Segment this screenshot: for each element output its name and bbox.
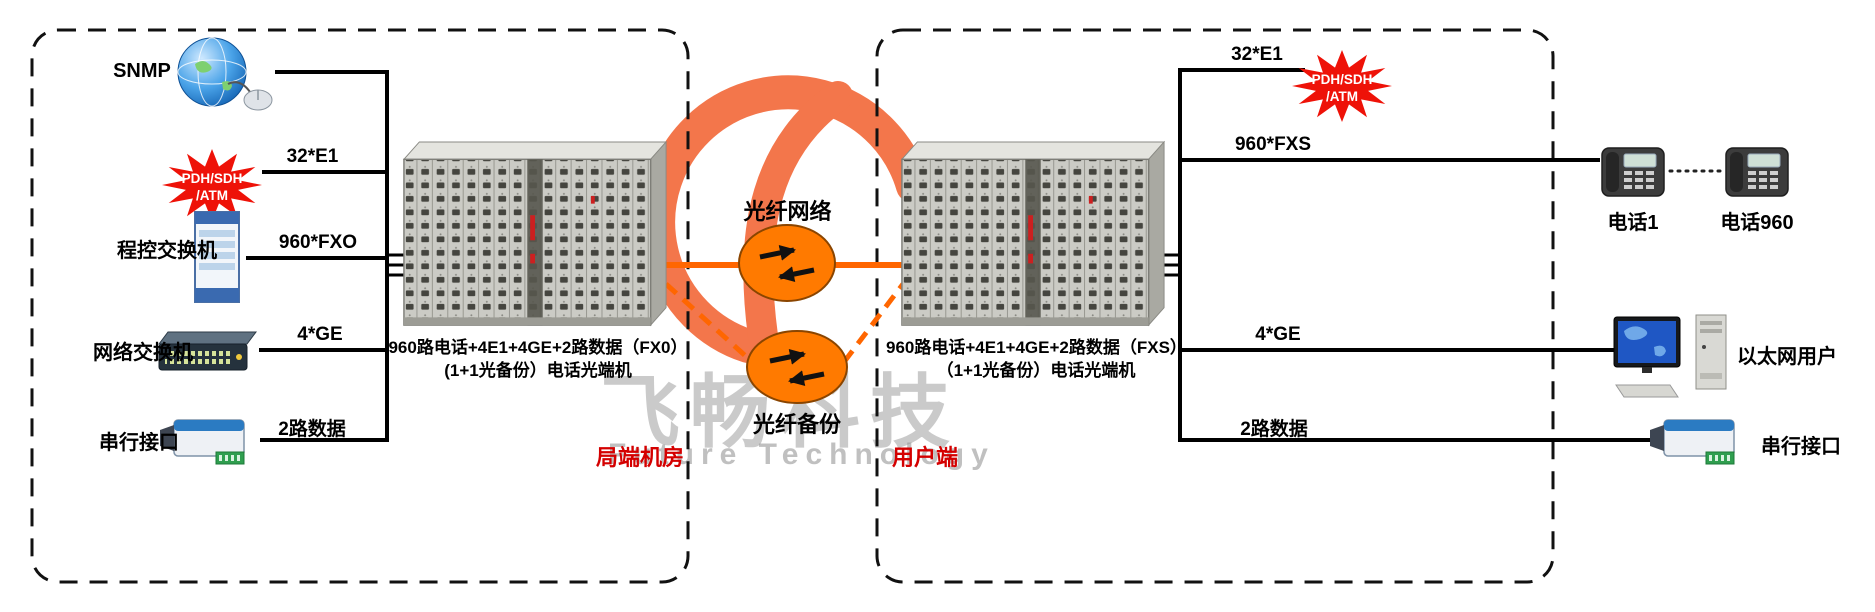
fiber-backup-lines (664, 282, 905, 364)
chassis-caption-left: 960路电话+4E1+4GE+2路数据（FX0） (1+1光备份）电话光端机 (388, 337, 688, 383)
fiber-arrows-icon (759, 244, 815, 283)
serial-label-left: 串行接口 (99, 432, 179, 454)
serial-label-right: 串行接口 (1761, 436, 1841, 458)
phone960-label: 电话960 (1720, 212, 1794, 234)
fiber-network-label: 光纤网络 (743, 199, 832, 224)
link-label-fxs: 960*FXS (1234, 134, 1312, 155)
link-label-ge-left: 4*GE (297, 324, 343, 345)
fiber-arrows-icon (769, 348, 825, 387)
fiber-backup-label: 光纤备份 (752, 412, 841, 437)
snmp-label: SNMP (113, 60, 171, 82)
computer-tower (1695, 314, 1727, 390)
chassis-caption-right: 960路电话+4E1+4GE+2路数据（FXS） （1+1光备份）电话光端机 (886, 337, 1187, 383)
left-wires (246, 70, 408, 442)
link-label-data-left: 2路数据 (278, 419, 346, 440)
zone-label-central-office: 局端机房 (596, 445, 685, 470)
fiber-network-ellipse (738, 224, 836, 302)
network-switch-label: 网络交换机 (93, 342, 193, 364)
mouse-icon (243, 89, 273, 111)
snmp-globe-icon (177, 37, 273, 111)
fiber-backup-ellipse (746, 330, 848, 404)
pbx-cabinet-icon (194, 211, 240, 303)
ip-phone-icon-960 (1722, 140, 1792, 202)
ethernet-user-label: 以太网用户 (1737, 346, 1837, 368)
watermark-subtitle-text: Future Technology (608, 438, 995, 471)
chassis-caption-right-line1: 960路电话+4E1+4GE+2路数据（FXS） (886, 338, 1187, 357)
link-label-data-right: 2路数据 (1240, 419, 1308, 440)
desktop-computer-icon (1613, 314, 1727, 398)
zone-label-user-side: 用户端 (892, 445, 959, 470)
ip-phone-icon-1 (1598, 140, 1668, 202)
zone-box-left (30, 28, 690, 584)
chassis-caption-right-line2: （1+1光备份）电话光端机 (936, 360, 1136, 380)
phone1-label: 电话1 (1607, 212, 1659, 234)
right-wires (1164, 68, 1650, 442)
mouse-cable (227, 81, 251, 93)
network-switch-icon (158, 331, 257, 371)
chassis-caption-left-line2: (1+1光备份）电话光端机 (444, 360, 632, 380)
zone-box-right (875, 28, 1555, 584)
link-label-e1-right: 32*E1 (1231, 44, 1283, 65)
chassis-caption-left-line1: 960路电话+4E1+4GE+2路数据（FX0） (388, 338, 688, 357)
chassis-left (402, 138, 668, 331)
chassis-right (900, 138, 1166, 331)
link-label-fxo: 960*FXO (278, 232, 358, 253)
link-label-ge-right: 4*GE (1255, 324, 1301, 345)
link-label-e1-left: 32*E1 (286, 146, 339, 167)
pbx-label: 程控交换机 (117, 240, 217, 262)
pdh-sdh-atm-starburst-right (1292, 50, 1392, 122)
serial-device-icon-right (1648, 412, 1748, 468)
